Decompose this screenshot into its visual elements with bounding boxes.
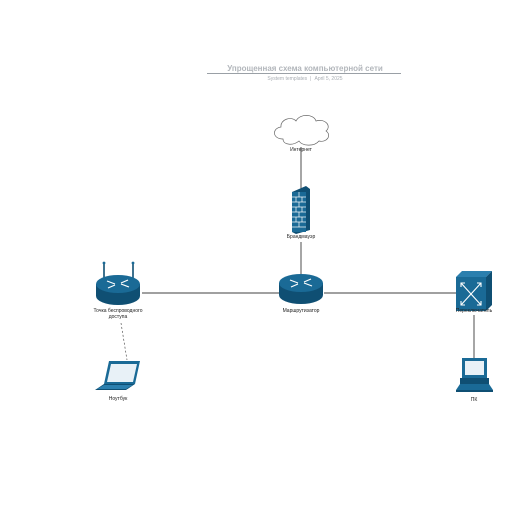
diagram-date: April 5, 2025: [314, 76, 343, 82]
wireless-router-icon[interactable]: [96, 261, 140, 305]
diagram-author: System templates: [267, 76, 308, 82]
node-label-access-point: Точка беспроводного доступа: [93, 308, 143, 320]
router-icon[interactable]: [279, 274, 323, 304]
node-label-switch: Переключатель: [455, 308, 493, 314]
node-label-router: Маршрутизатор: [282, 308, 320, 314]
diagram-title: Упрощенная схема компьютерной сети: [227, 64, 383, 73]
node-label-laptop: Ноутбук: [108, 396, 128, 402]
cloud-icon[interactable]: [274, 115, 329, 146]
connector-accesspoint-laptop[interactable]: [120, 322, 128, 361]
diagram-subtitle: System templates|April 5, 2025: [267, 76, 343, 82]
firewall-icon[interactable]: [292, 186, 310, 234]
laptop-icon[interactable]: [95, 361, 140, 390]
title-divider: [207, 73, 401, 74]
switch-icon[interactable]: [456, 271, 492, 311]
node-label-firewall: Брандмауэр: [286, 234, 316, 240]
desktop-pc-icon[interactable]: [456, 358, 493, 392]
node-label-internet: Интернет: [290, 147, 312, 153]
node-label-pc: ПК: [470, 397, 478, 403]
